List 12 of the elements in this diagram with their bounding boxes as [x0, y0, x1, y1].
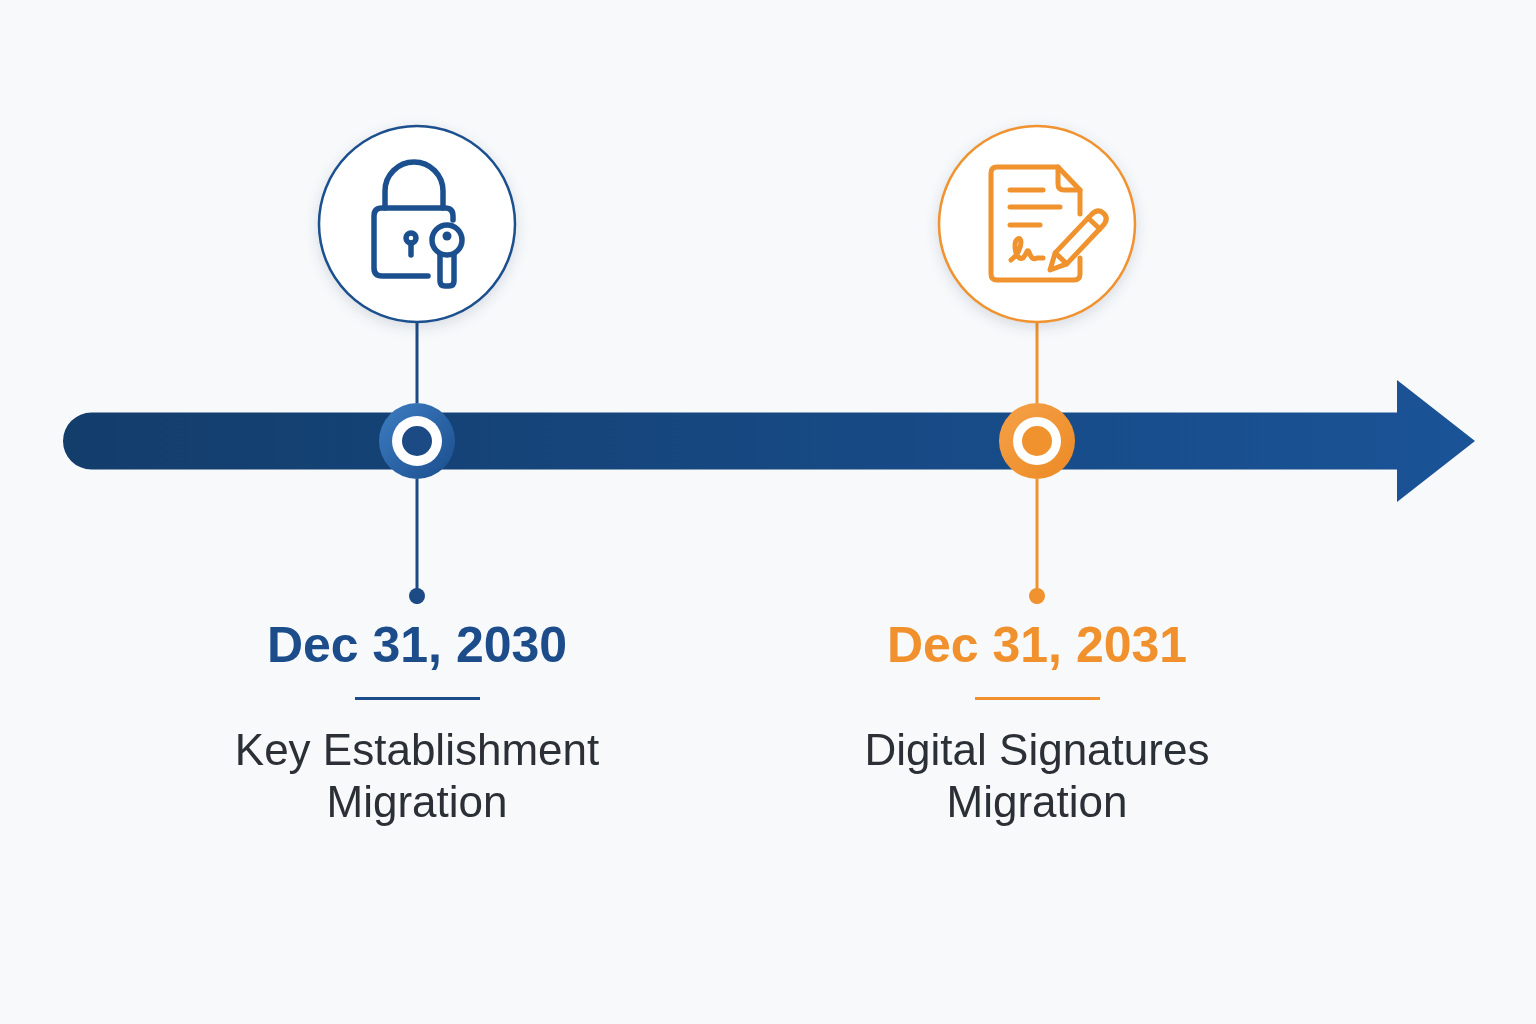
milestone-marker: [379, 403, 455, 479]
dot-end-connector: [1029, 479, 1045, 604]
padlock-key-icon: [315, 122, 519, 326]
milestone-description: Key Establishment Migration: [233, 724, 601, 828]
milestone-marker: [999, 403, 1075, 479]
milestone-description: Digital Signatures Migration: [863, 724, 1211, 828]
connector-line: [1035, 322, 1039, 403]
signed-document-icon: [935, 122, 1139, 326]
connector-line: [415, 322, 419, 403]
milestone-date: Dec 31, 2030: [266, 616, 568, 675]
milestone-date: Dec 31, 2031: [886, 616, 1188, 675]
dot-end-connector: [409, 479, 425, 604]
